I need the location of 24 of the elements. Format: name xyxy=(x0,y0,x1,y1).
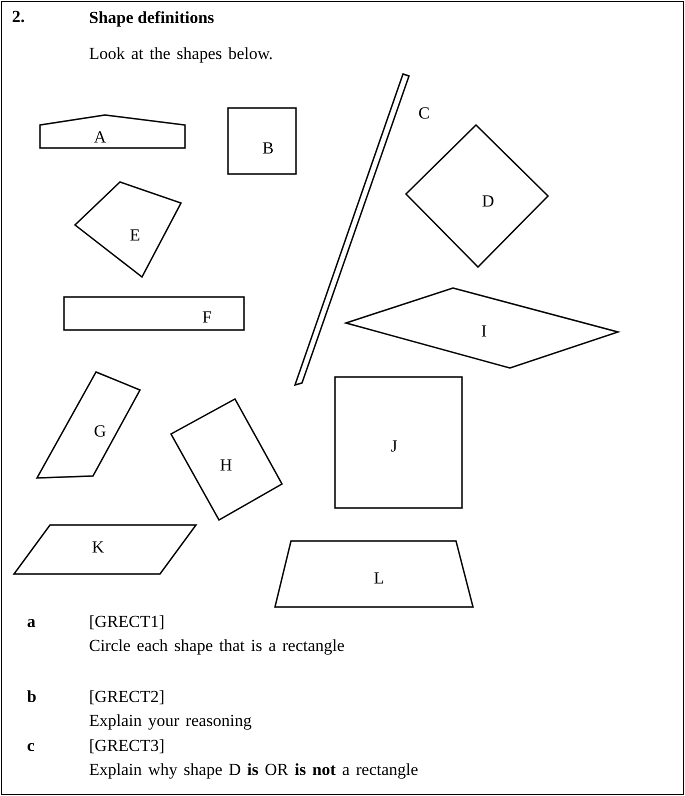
shape-letter: H xyxy=(220,456,232,474)
question-code: [GRECT2] xyxy=(89,687,165,707)
shape-letter: C xyxy=(418,104,430,122)
part-letter: a xyxy=(27,612,36,632)
question-text: Circle each shape that is a rectangle xyxy=(89,636,345,656)
question-title: Shape definitions xyxy=(89,8,214,28)
shape-letter: B xyxy=(262,140,274,156)
shape-letter: K xyxy=(92,538,104,556)
question-text: Explain why shape D is OR is not a rectangle xyxy=(89,760,418,780)
part-letter: b xyxy=(27,687,36,707)
shape-letter: G xyxy=(94,422,106,440)
shape-letter: E xyxy=(130,226,140,244)
question-text: Explain your reasoning xyxy=(89,711,252,731)
question-code: [GRECT1] xyxy=(89,612,165,632)
shape-letter: I xyxy=(481,322,487,340)
shape-letter: L xyxy=(374,570,384,586)
shape-letter: D xyxy=(482,192,494,210)
shape-letter: A xyxy=(94,128,106,146)
shape-letter: F xyxy=(202,308,212,326)
question-code: [GRECT3] xyxy=(89,736,165,756)
part-letter: c xyxy=(27,736,35,756)
shape-letter: J xyxy=(390,438,398,454)
instruction-text: Look at the shapes below. xyxy=(89,44,273,64)
question-number: 2. xyxy=(12,7,25,27)
